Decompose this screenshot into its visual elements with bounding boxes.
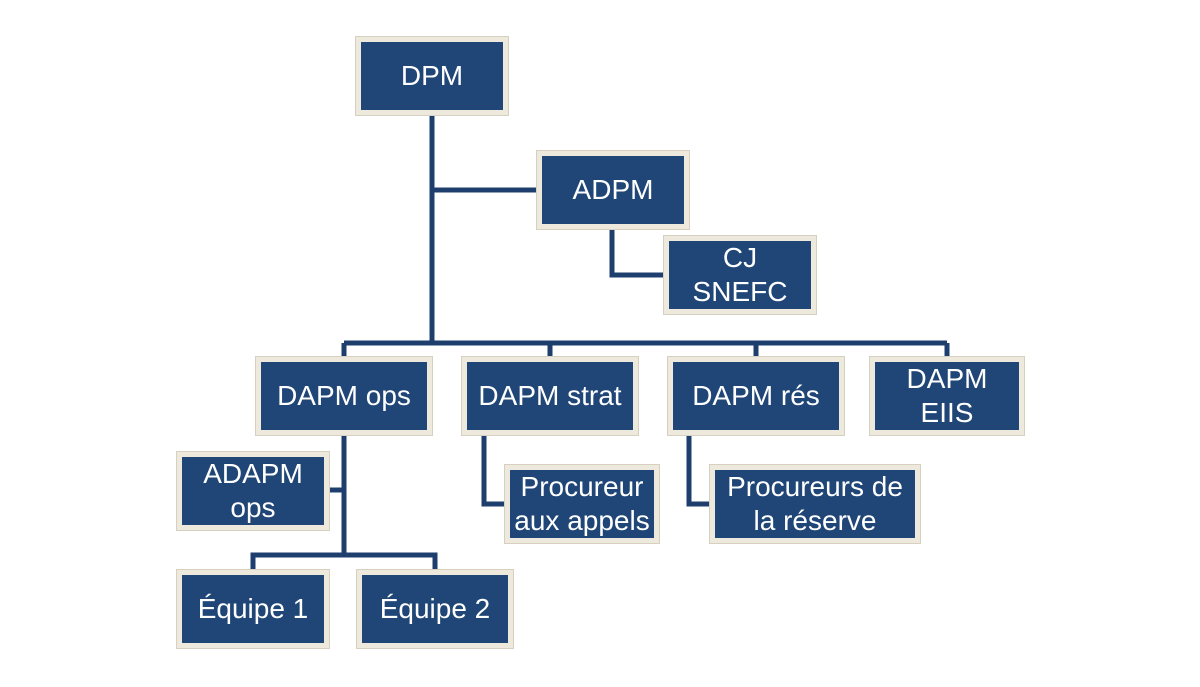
connector-adpm-cj-snefc xyxy=(609,229,664,278)
connector-dapm-res-procureurs xyxy=(686,435,710,507)
connector-dapm-strat-procureur xyxy=(481,435,505,507)
adapm-ops-box: ADAPM ops xyxy=(177,452,329,530)
cj-snefc-box: CJ SNEFC xyxy=(664,236,816,314)
dapm-ops-box: DAPM ops xyxy=(256,357,432,435)
equipe-2-box: Équipe 2 xyxy=(357,570,513,648)
equipe-1-box: Équipe 1 xyxy=(177,570,329,648)
dpm-box: DPM xyxy=(356,37,508,115)
connector-equipe-bus xyxy=(250,552,438,570)
procureurs-reserve-box: Procureurs de la réserve xyxy=(710,465,920,543)
dapm-strat-box: DAPM strat xyxy=(462,357,638,435)
dapm-res-box: DAPM rés xyxy=(668,357,844,435)
adpm-box: ADPM xyxy=(537,151,689,229)
dapm-eiis-box: DAPM EIIS xyxy=(870,357,1024,435)
procureur-appels-box: Procureur aux appels xyxy=(505,465,659,543)
